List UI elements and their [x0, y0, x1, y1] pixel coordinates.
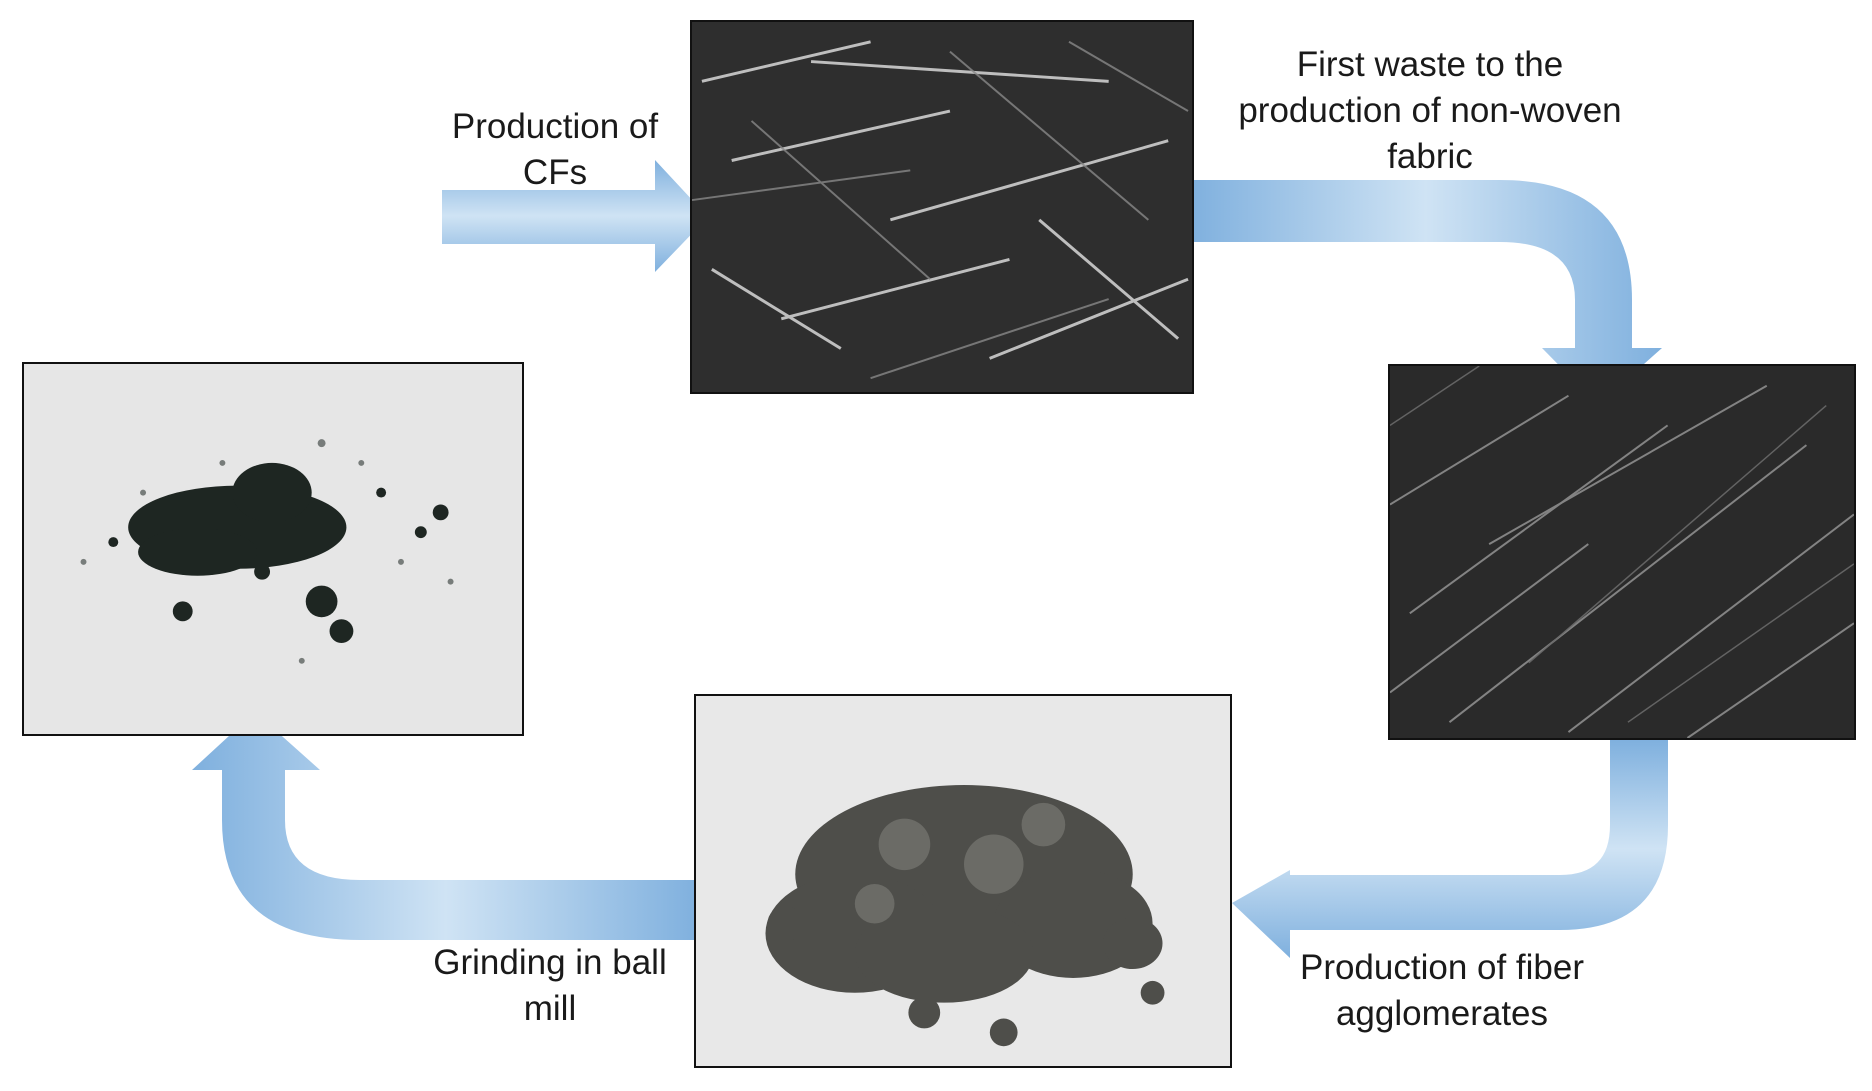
carbon-fibers-photo	[690, 20, 1194, 394]
label-line: First waste to the	[1296, 45, 1564, 84]
label-line: mill	[523, 989, 577, 1028]
label-first-waste: First waste to the production of non-wov…	[1195, 42, 1665, 180]
arrow-production-cfs	[442, 160, 708, 272]
arrow-first-waste	[1190, 180, 1662, 405]
non-woven-fabric-photo	[1388, 364, 1856, 740]
arrow-grinding	[192, 712, 700, 940]
label-line: CFs	[522, 153, 588, 192]
label-line: Grinding in ball	[433, 943, 667, 982]
label-production-of-cfs: Production of CFs	[420, 104, 690, 196]
label-grinding: Grinding in ball mill	[405, 940, 695, 1032]
label-fiber-agglomerates: Production of fiber agglomerates	[1262, 945, 1622, 1037]
arrow-fiber-agglomerates	[1232, 740, 1668, 958]
label-line: Production of	[451, 107, 659, 146]
label-line: Production of fiber	[1299, 948, 1585, 987]
ground-powder-photo	[22, 362, 524, 736]
label-line: agglomerates	[1335, 994, 1549, 1033]
label-line: production of non-woven	[1238, 91, 1622, 130]
label-line: fabric	[1387, 137, 1473, 176]
fiber-agglomerates-photo	[694, 694, 1232, 1068]
